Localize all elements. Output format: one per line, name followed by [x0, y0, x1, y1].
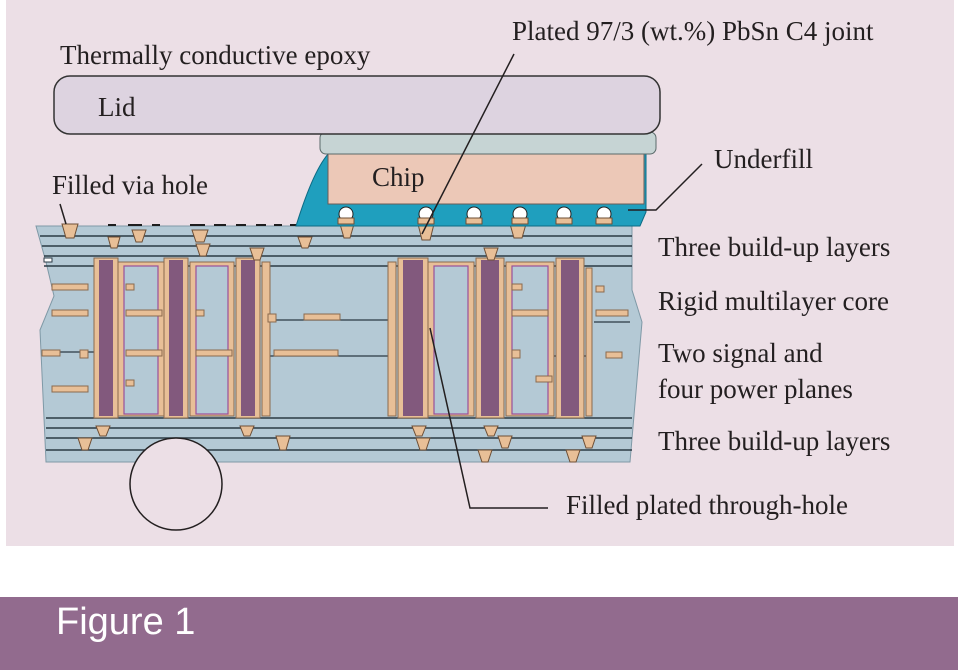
package-cross-section-diagram: Thermally conductive epoxy Lid Chip Plat…	[6, 0, 954, 546]
figure-caption: Figure 1	[56, 601, 196, 643]
label-via: Filled via hole	[52, 170, 208, 200]
leader-lines	[59, 53, 703, 509]
figure-caption-bar	[0, 597, 958, 670]
c4-joint-pads	[337, 217, 613, 225]
buildup-layer-lines	[40, 235, 632, 451]
microvias-top	[61, 223, 527, 261]
label-planes-line1: Two signal and	[658, 338, 823, 368]
label-epoxy: Thermally conductive epoxy	[60, 40, 371, 70]
chip-cap	[319, 131, 657, 155]
core-copper-traces	[41, 257, 629, 393]
lid	[53, 75, 661, 135]
solder-ball	[129, 437, 223, 531]
label-buildup-top: Three build-up layers	[658, 232, 890, 262]
chip	[327, 153, 645, 205]
plated-through-holes	[93, 257, 585, 419]
label-buildup-bottom: Three build-up layers	[658, 426, 890, 456]
filled-plated-through-holes	[117, 261, 593, 417]
label-pth: Filled plated through-hole	[566, 490, 848, 520]
label-planes-line2: four power planes	[658, 374, 853, 404]
label-lid: Lid	[98, 92, 136, 122]
label-underfill: Underfill	[714, 144, 813, 174]
label-joint: Plated 97/3 (wt.%) PbSn C4 joint	[512, 16, 874, 46]
label-core: Rigid multilayer core	[658, 286, 889, 316]
label-chip: Chip	[372, 162, 425, 192]
